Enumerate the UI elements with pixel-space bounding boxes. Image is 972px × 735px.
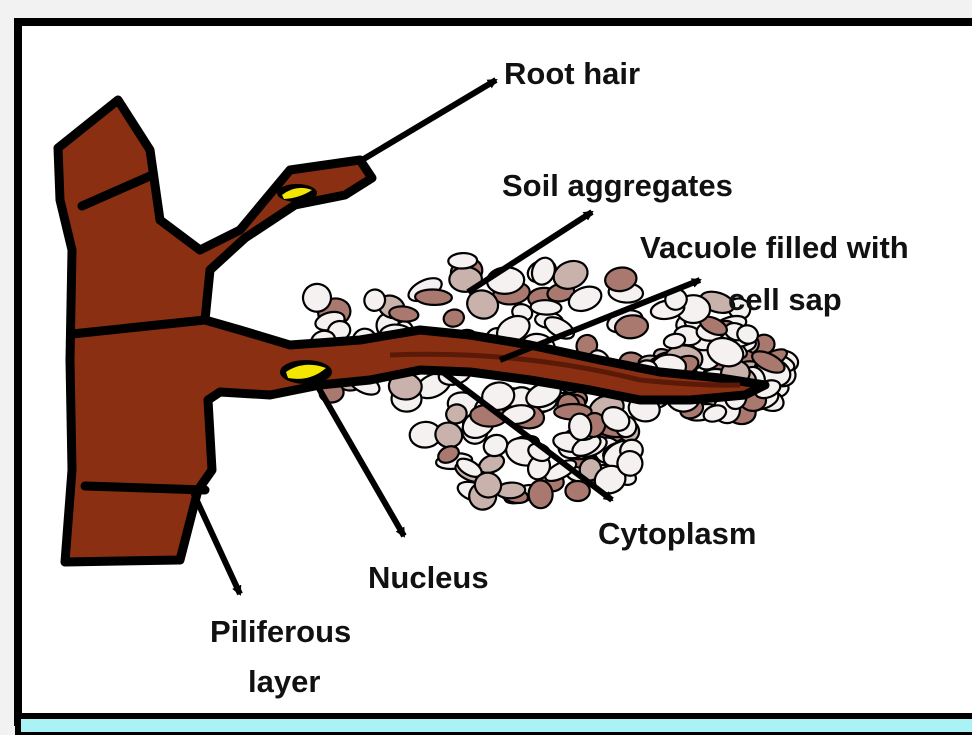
soil-particle: [530, 300, 561, 316]
soil-particle: [528, 480, 553, 509]
soil-particle: [448, 253, 477, 269]
label-piliferous-line1: Piliferous: [210, 614, 351, 649]
label-vacuole-line1: Vacuole filled with: [640, 230, 909, 265]
soil-particle: [415, 289, 452, 306]
nucleus-lower: [280, 360, 332, 384]
label-root-hair: Root hair: [504, 56, 640, 91]
bottom-strip: [18, 716, 972, 735]
label-piliferous-line2: layer: [248, 664, 320, 699]
label-soil-aggregates: Soil aggregates: [502, 168, 733, 203]
root-band-3: [85, 486, 205, 490]
label-cytoplasm: Cytoplasm: [598, 516, 756, 551]
nucleus-upper: [277, 184, 317, 202]
label-vacuole-line2: cell sap: [728, 282, 842, 317]
label-nucleus: Nucleus: [368, 560, 489, 595]
